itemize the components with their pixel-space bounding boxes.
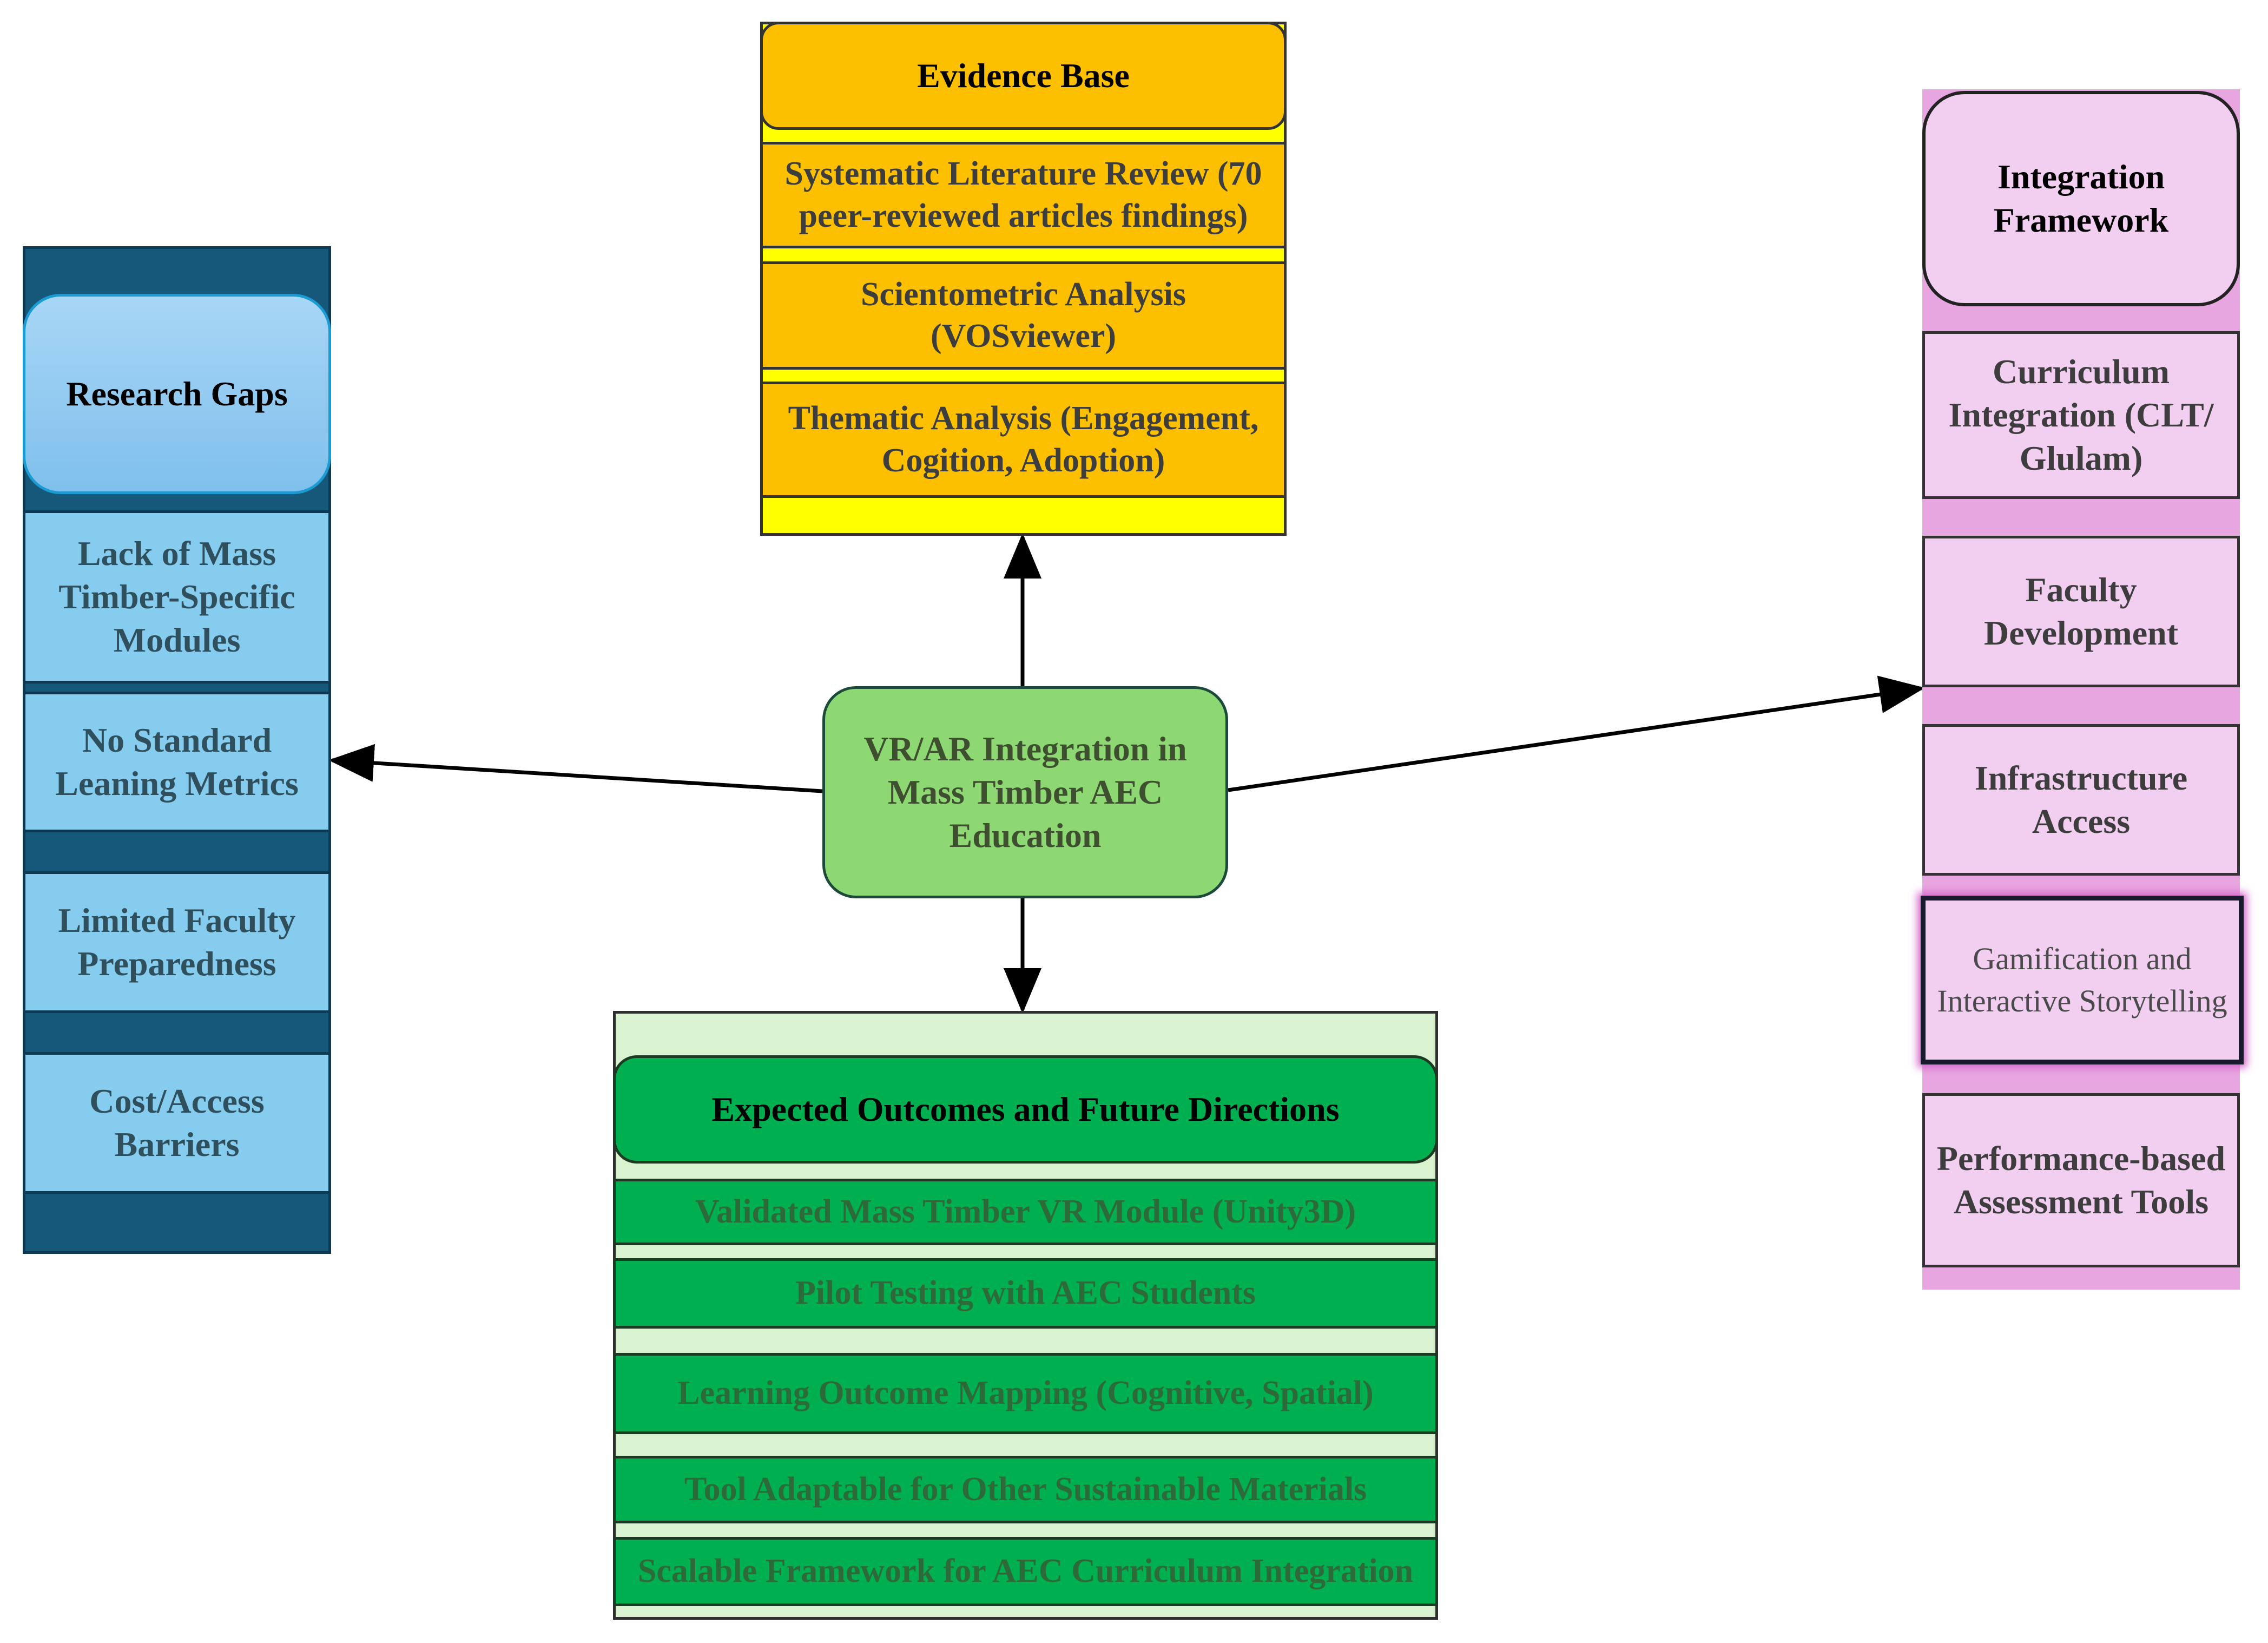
integration-framework-item: Faculty Development: [1922, 536, 2240, 687]
expected-outcomes-title: Expected Outcomes and Future Directions: [613, 1055, 1438, 1164]
evidence-base-title: Evidence Base: [760, 22, 1287, 130]
integration-framework-item: Infrastructure Access: [1922, 724, 2240, 876]
arrow-to-research-gaps: [328, 744, 823, 793]
integration-framework-title: Integration Framework: [1922, 91, 2240, 306]
integration-framework-item: Curriculum Integration (CLT/ Glulam): [1922, 331, 2240, 499]
arrow-to-integration-framework: [1228, 675, 1925, 792]
integration-framework-item-highlighted: Gamification and Interactive Storytellin…: [1921, 896, 2244, 1064]
expected-outcome-item: Pilot Testing with AEC Students: [613, 1258, 1438, 1329]
research-gap-item: No Standard Leaning Metrics: [23, 692, 331, 832]
expected-outcome-item: Tool Adaptable for Other Sustainable Mat…: [613, 1456, 1438, 1523]
evidence-base-item: Systematic Literature Review (70 peer-re…: [760, 142, 1287, 248]
evidence-base-item: Scientometric Analysis (VOSviewer): [760, 261, 1287, 370]
research-gap-item: Limited Faculty Preparedness: [23, 871, 331, 1013]
central-topic-node: VR/AR Integration in Mass Timber AEC Edu…: [822, 686, 1228, 898]
evidence-base-item: Thematic Analysis (Engagement, Cogition,…: [760, 382, 1287, 498]
expected-outcome-item: Learning Outcome Mapping (Cognitive, Spa…: [613, 1353, 1438, 1434]
research-gap-item: Cost/Access Barriers: [23, 1052, 331, 1194]
research-gaps-title: Research Gaps: [23, 294, 331, 494]
expected-outcome-item: Scalable Framework for AEC Curriculum In…: [613, 1537, 1438, 1606]
research-gap-item: Lack of Mass Timber-Specific Modules: [23, 510, 331, 684]
integration-framework-item: Performance-based Assessment Tools: [1922, 1093, 2240, 1267]
expected-outcome-item: Validated Mass Timber VR Module (Unity3D…: [613, 1179, 1438, 1245]
